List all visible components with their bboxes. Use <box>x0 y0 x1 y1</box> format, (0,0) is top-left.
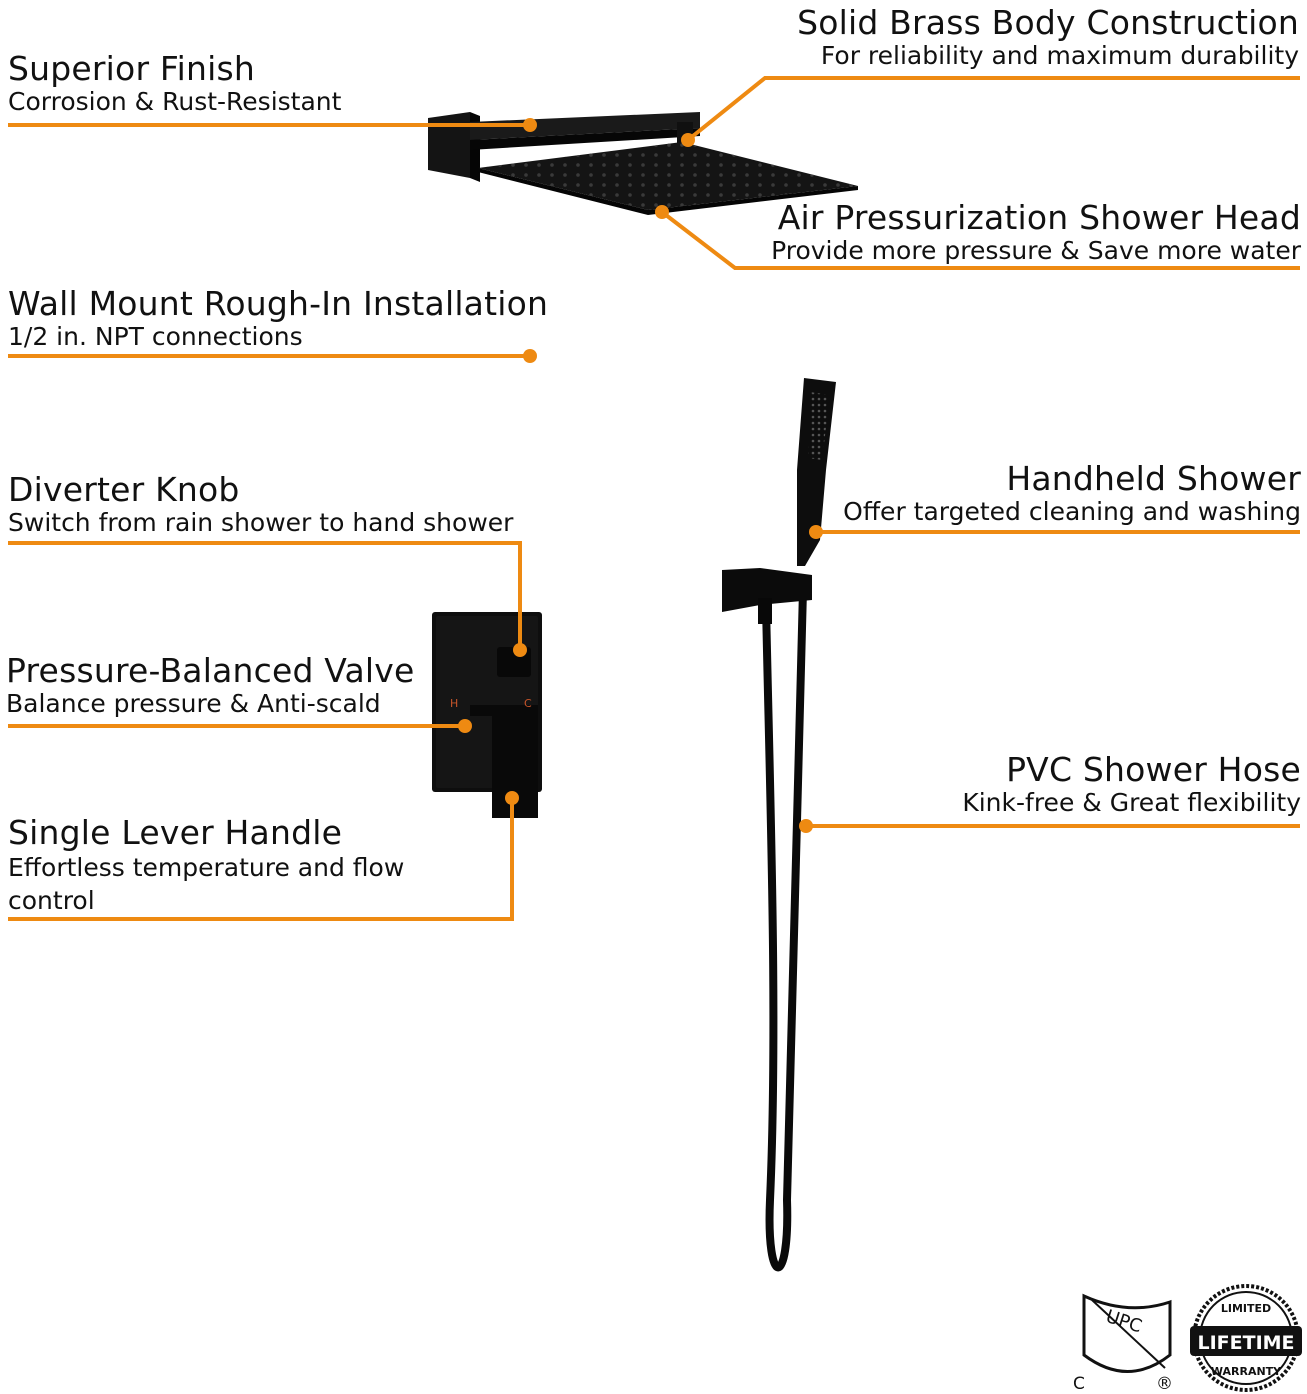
callout-subtitle: Balance pressure & Anti-scald <box>6 689 381 718</box>
callout-shower-hose: PVC Shower Hose Kink-free & Great flexib… <box>962 753 1301 815</box>
callout-title: Wall Mount Rough-In Installation <box>8 284 549 323</box>
dot-air-pressurization <box>655 205 669 219</box>
callout-wall-mount: Wall Mount Rough-In Installation 1/2 in.… <box>8 287 548 349</box>
callout-subtitle: Offer targeted cleaning and washing <box>843 497 1301 526</box>
callout-brass-body: Solid Brass Body Construction For reliab… <box>797 6 1299 68</box>
warranty-middle: LIFETIME <box>1197 1332 1294 1354</box>
callout-subtitle: Kink-free & Great flexibility <box>962 788 1301 817</box>
valve-trim: H C <box>432 612 542 818</box>
callout-lever-handle: Single Lever Handle Effortless temperatu… <box>8 816 458 917</box>
callout-title: Diverter Knob <box>8 470 240 509</box>
callout-title: Pressure-Balanced Valve <box>6 651 415 690</box>
callout-title: Solid Brass Body Construction <box>797 3 1299 42</box>
dot-wall-mount <box>523 349 537 363</box>
callout-title: Single Lever Handle <box>8 813 343 852</box>
upc-c-mark: C <box>1073 1374 1085 1394</box>
upc-letters: UPC <box>1103 1306 1144 1337</box>
upc-certification-badge: UPC C ® <box>1073 1293 1173 1394</box>
callout-subtitle: Switch from rain shower to hand shower <box>8 508 514 537</box>
callout-subtitle: Corrosion & Rust-Resistant <box>8 87 342 116</box>
dot-superior-finish <box>523 118 537 132</box>
callout-pressure-valve: Pressure-Balanced Valve Balance pressure… <box>6 654 415 716</box>
registered-mark: ® <box>1156 1374 1173 1394</box>
callout-title: PVC Shower Hose <box>1006 750 1301 789</box>
callout-subtitle: For reliability and maximum durability <box>820 41 1299 70</box>
leader-air-pressurization <box>660 210 1300 270</box>
warranty-top: LIMITED <box>1221 1302 1271 1315</box>
callout-title: Handheld Shower <box>1006 459 1301 498</box>
callout-subtitle: Effortless temperature and flow control <box>8 853 405 915</box>
rain-shower-head <box>428 112 858 215</box>
warranty-seal: LIFETIME LIMITED WARRANTY <box>1190 1284 1302 1392</box>
leader-diverter-knob <box>8 541 522 650</box>
handheld-shower-set <box>722 378 836 1272</box>
warranty-bottom: WARRANTY <box>1211 1365 1282 1378</box>
callout-superior-finish: Superior Finish Corrosion & Rust-Resista… <box>8 52 341 114</box>
dot-diverter-knob <box>513 643 527 657</box>
leader-lever-handle <box>8 798 514 921</box>
hot-mark: H <box>450 697 458 710</box>
callout-title: Air Pressurization Shower Head <box>777 198 1301 237</box>
callout-title: Superior Finish <box>8 49 256 88</box>
leader-brass-body <box>686 76 1300 142</box>
callout-subtitle: 1/2 in. NPT connections <box>8 322 303 351</box>
dot-shower-hose <box>799 819 813 833</box>
callout-diverter-knob: Diverter Knob Switch from rain shower to… <box>8 473 513 535</box>
dot-brass-body <box>681 133 695 147</box>
callout-subtitle: Provide more pressure & Save more water <box>771 236 1301 265</box>
dot-pressure-valve <box>458 719 472 733</box>
callout-handheld-shower: Handheld Shower Offer targeted cleaning … <box>843 462 1301 524</box>
dot-handheld-shower <box>809 525 823 539</box>
dot-lever-handle <box>505 791 519 805</box>
cold-mark: C <box>524 697 532 710</box>
callout-air-pressurization: Air Pressurization Shower Head Provide m… <box>771 201 1301 263</box>
